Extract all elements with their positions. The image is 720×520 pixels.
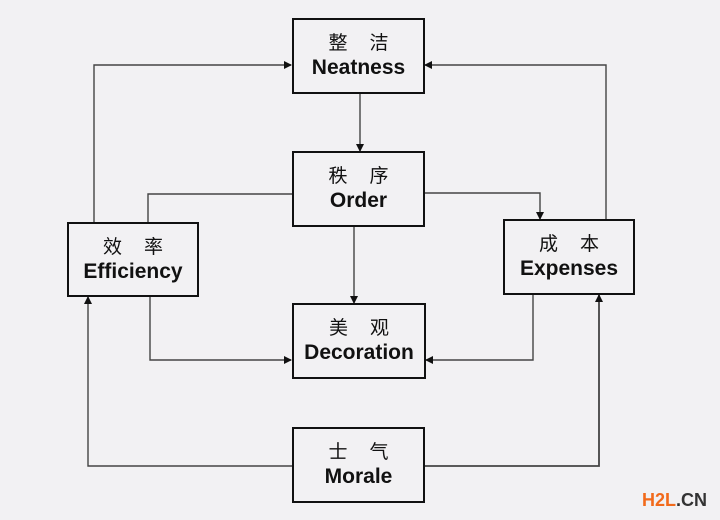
edge-order-efficiency	[147, 193, 292, 223]
node-decoration-en: Decoration	[304, 341, 414, 364]
node-efficiency: 效率 Efficiency	[67, 222, 199, 297]
node-efficiency-en: Efficiency	[83, 259, 183, 283]
node-morale-en: Morale	[324, 465, 393, 488]
node-order-en: Order	[329, 189, 388, 212]
edge-efficiency-neatness	[93, 61, 292, 223]
node-neatness-en: Neatness	[311, 56, 406, 79]
node-morale: 士气 Morale	[292, 427, 425, 503]
node-decoration: 美观 Decoration	[292, 303, 426, 379]
node-morale-zh: 士气	[328, 441, 411, 463]
node-expenses-zh: 成本	[538, 233, 621, 255]
watermark: H2L.CN	[642, 490, 707, 511]
node-order: 秩序 Order	[292, 151, 425, 227]
node-expenses: 成本 Expenses	[503, 219, 635, 295]
node-expenses-en: Expenses	[519, 257, 619, 280]
node-neatness-zh: 整洁	[328, 32, 411, 54]
watermark-h2l: H2L	[641, 490, 676, 510]
node-order-zh: 秩序	[328, 165, 411, 187]
edge-expenses-neatness	[424, 61, 607, 219]
watermark-cn: .CN	[676, 490, 707, 510]
node-decoration-zh: 美观	[328, 317, 411, 339]
edge-efficiency-decoration	[149, 296, 292, 364]
edge-morale-expenses	[424, 294, 603, 467]
edge-expenses-decoration	[425, 294, 534, 364]
edge-morale-efficiency	[84, 296, 292, 467]
edge-order-expenses	[424, 192, 544, 220]
node-neatness: 整洁 Neatness	[292, 18, 425, 94]
node-efficiency-zh: 效率	[102, 235, 185, 258]
